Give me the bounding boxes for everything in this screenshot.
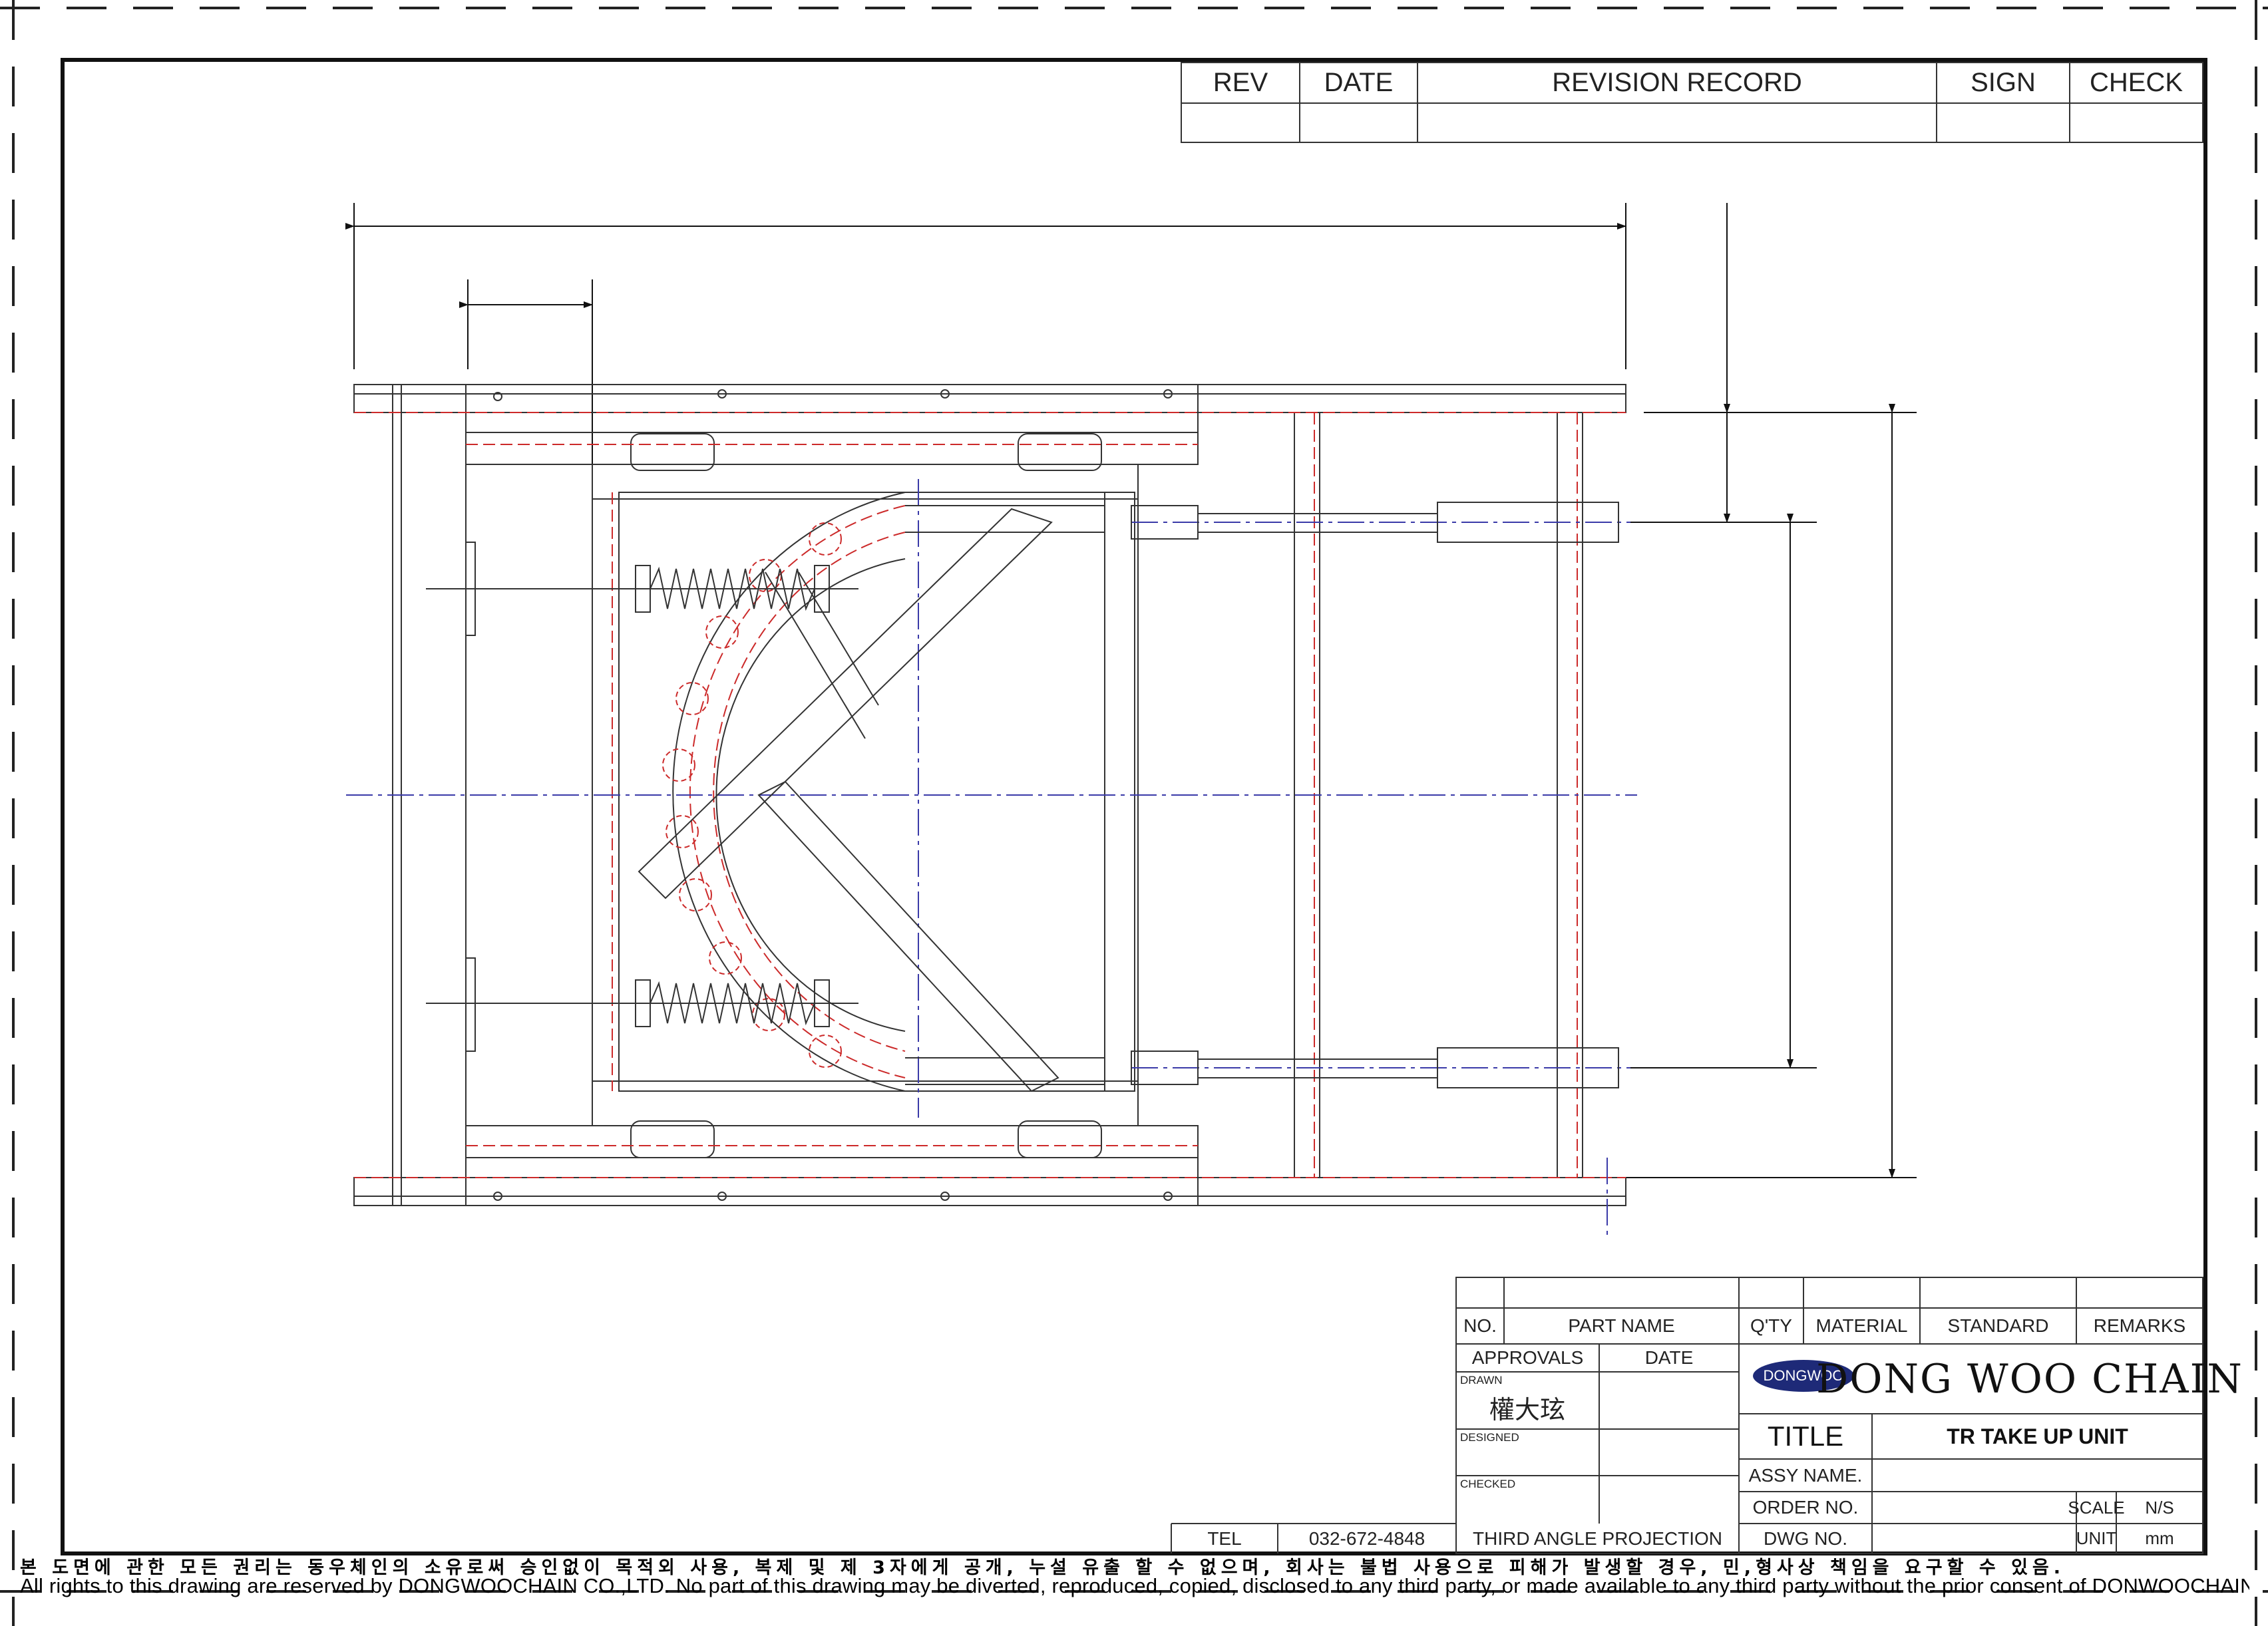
centerlines bbox=[346, 479, 1637, 1237]
tel-value: 032-672-4848 bbox=[1308, 1528, 1425, 1549]
order-no-label: ORDER NO. bbox=[1752, 1497, 1859, 1518]
remarks-header: REMARKS bbox=[2093, 1315, 2186, 1336]
footer-korean: 본 도면에 관한 모든 권리는 동우체인의 소유로써 승인없이 목적외 사용, … bbox=[20, 1557, 2066, 1578]
part-name-header: PART NAME bbox=[1568, 1315, 1675, 1336]
date-header: DATE bbox=[1324, 68, 1394, 97]
drawing-frame bbox=[61, 58, 2207, 1555]
checked-label: CHECKED bbox=[1460, 1478, 1516, 1490]
dwg-no-label: DWG NO. bbox=[1764, 1528, 1847, 1549]
revision-block-grid bbox=[1181, 62, 2203, 143]
company-name: DONG WOO CHAIN bbox=[1816, 1355, 2243, 1402]
title-block-grid bbox=[1171, 1277, 2203, 1554]
frame-bolts bbox=[493, 389, 1173, 1201]
company-logo-ellipse bbox=[1753, 1360, 1854, 1392]
small-width-dimension bbox=[459, 279, 593, 479]
rollers bbox=[630, 433, 1102, 1158]
tel-label: TEL bbox=[1207, 1528, 1242, 1549]
unit-value: mm bbox=[2145, 1528, 2174, 1548]
approvals-date-header: DATE bbox=[1644, 1347, 1694, 1368]
footer-english: All rights to this drawing are reserved … bbox=[20, 1574, 2249, 1597]
projection-label: THIRD ANGLE PROJECTION bbox=[1473, 1528, 1722, 1549]
designed-label: DESIGNED bbox=[1460, 1431, 1519, 1444]
tension-rods bbox=[1131, 502, 1619, 1088]
springs bbox=[426, 542, 858, 1052]
scale-label: SCALE bbox=[2068, 1497, 2125, 1518]
title-label: TITLE bbox=[1767, 1420, 1844, 1452]
standard-header: STANDARD bbox=[1947, 1315, 2049, 1336]
curved-guide bbox=[672, 492, 1105, 1092]
rev-header: REV bbox=[1213, 68, 1268, 97]
drawn-label: DRAWN bbox=[1460, 1374, 1503, 1386]
no-header: NO. bbox=[1463, 1315, 1497, 1336]
scale-value: N/S bbox=[2145, 1497, 2174, 1518]
title-value: TR TAKE UP UNIT bbox=[1947, 1424, 2128, 1448]
revision-record-header: REVISION RECORD bbox=[1552, 68, 1802, 97]
approvals-header: APPROVALS bbox=[1471, 1347, 1584, 1368]
right-vertical-dimensions bbox=[1624, 203, 1917, 1178]
overall-width-dimension bbox=[345, 203, 1626, 369]
unit-label: UNIT bbox=[2076, 1528, 2117, 1548]
sign-header: SIGN bbox=[1971, 68, 2036, 97]
company-logo-text: DONGWOO bbox=[1763, 1367, 1844, 1384]
material-header: MATERIAL bbox=[1815, 1315, 1908, 1336]
drawn-by-name: 權大玹 bbox=[1489, 1394, 1565, 1424]
qty-header: Q'TY bbox=[1750, 1315, 1792, 1336]
assy-name-label: ASSY NAME. bbox=[1748, 1464, 1863, 1486]
check-header: CHECK bbox=[2089, 68, 2183, 97]
